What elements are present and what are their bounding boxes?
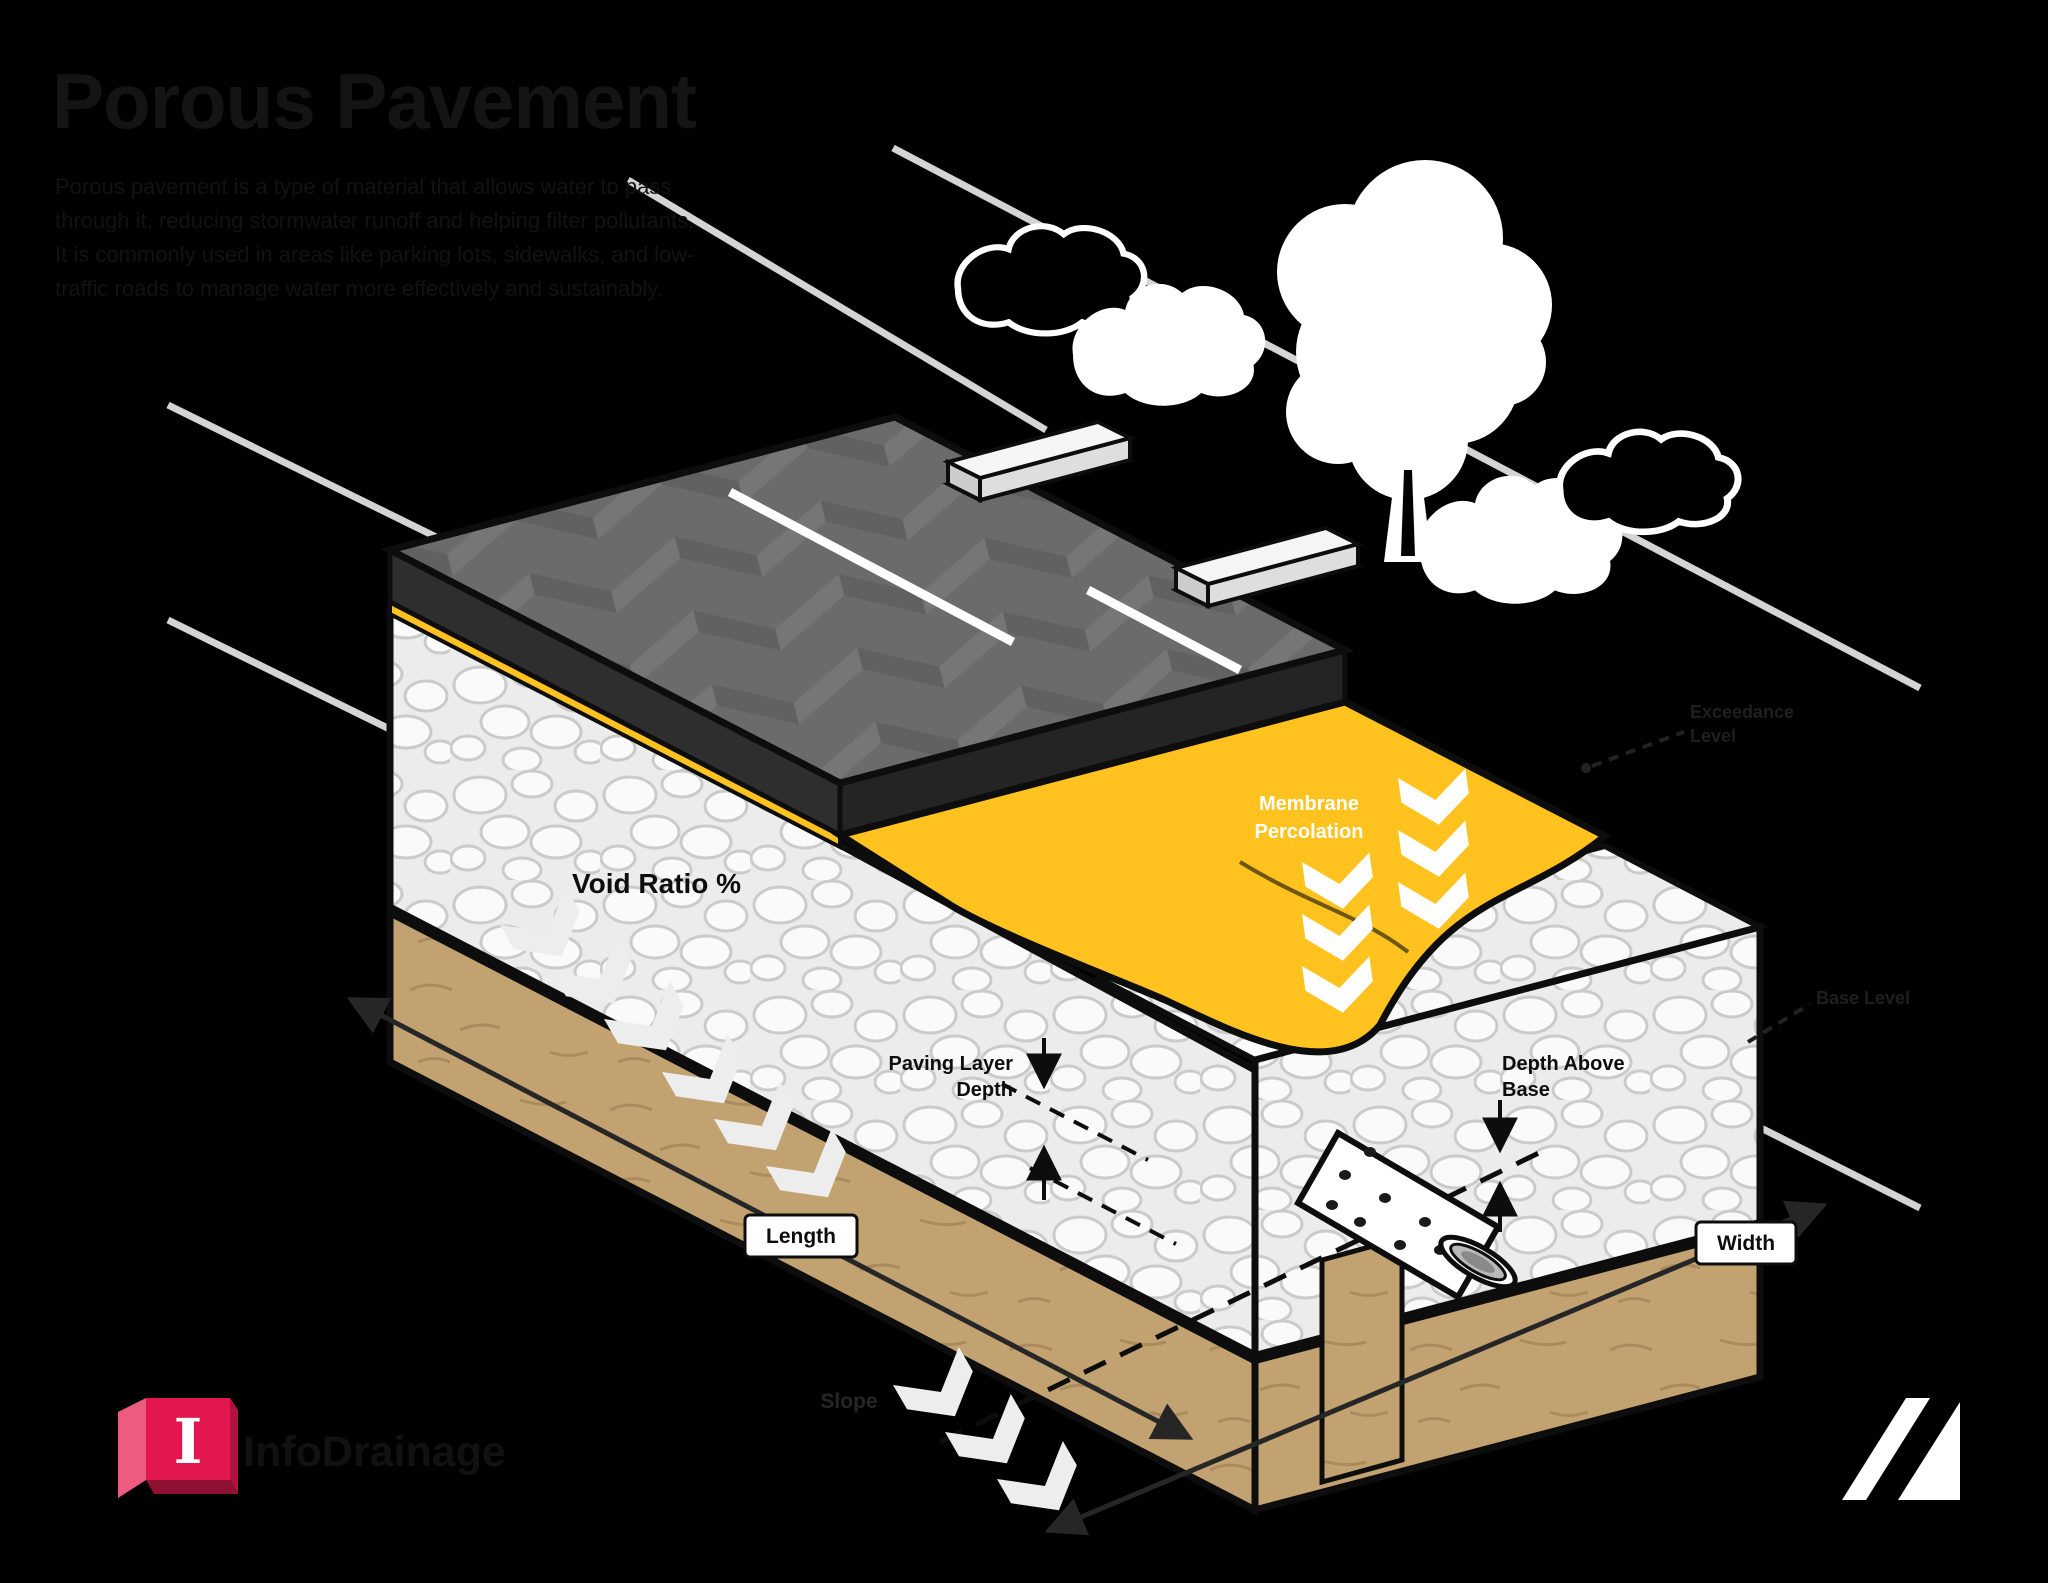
bushes-icon — [954, 223, 1742, 604]
infodrainage-logo-icon: I — [118, 1398, 238, 1498]
paving-layer-depth-label-line2: Depth — [956, 1079, 1013, 1101]
exceedance-leader-dot — [1581, 763, 1591, 773]
void-ratio-label: Void Ratio % — [572, 868, 741, 899]
parking-lane-lines — [727, 488, 1243, 674]
paving-layer-depth-label-line1: Paving Layer — [888, 1053, 1013, 1075]
infodrainage-wordmark: InfoDrainage — [243, 1428, 506, 1476]
paver-top-surface — [380, 413, 1355, 787]
pipe-trench — [1319, 1234, 1405, 1486]
page-title: Porous Pavement — [52, 57, 697, 145]
length-label: Length — [766, 1225, 836, 1248]
slope-label: Slope — [820, 1390, 877, 1413]
base-level-label: Base Level — [1816, 988, 1910, 1008]
exceedance-level-label-line2: Level — [1690, 726, 1736, 746]
membrane-percolation-label-line2: Percolation — [1255, 821, 1364, 843]
logo-letter: I — [173, 1405, 202, 1478]
intro-paragraph: Porous pavement is a type of material th… — [55, 174, 695, 301]
membrane-fold-line — [1238, 860, 1410, 954]
exceedance-leader-line — [1591, 730, 1685, 768]
wheel-stop-curbs — [942, 419, 1364, 610]
exceedance-level-label-line1: Exceedance — [1690, 702, 1794, 722]
membrane-percolation-label-line1: Membrane — [1259, 793, 1359, 815]
depth-above-base-label-line1: Depth Above — [1502, 1053, 1625, 1075]
corner-brand-mark-icon — [1842, 1398, 1960, 1500]
length-dimension-box: Length — [743, 1213, 859, 1259]
depth-above-base-label-line2: Base — [1502, 1079, 1550, 1101]
percolation-chevron-icons — [1302, 768, 1469, 1013]
flow-chevron-icons — [500, 887, 1077, 1511]
width-dimension-line — [1044, 1200, 1828, 1536]
tree-icon — [1277, 160, 1552, 562]
width-dimension-box: Width — [1694, 1220, 1798, 1266]
width-label: Width — [1717, 1232, 1775, 1255]
base-level-leader-line — [1746, 1002, 1812, 1044]
